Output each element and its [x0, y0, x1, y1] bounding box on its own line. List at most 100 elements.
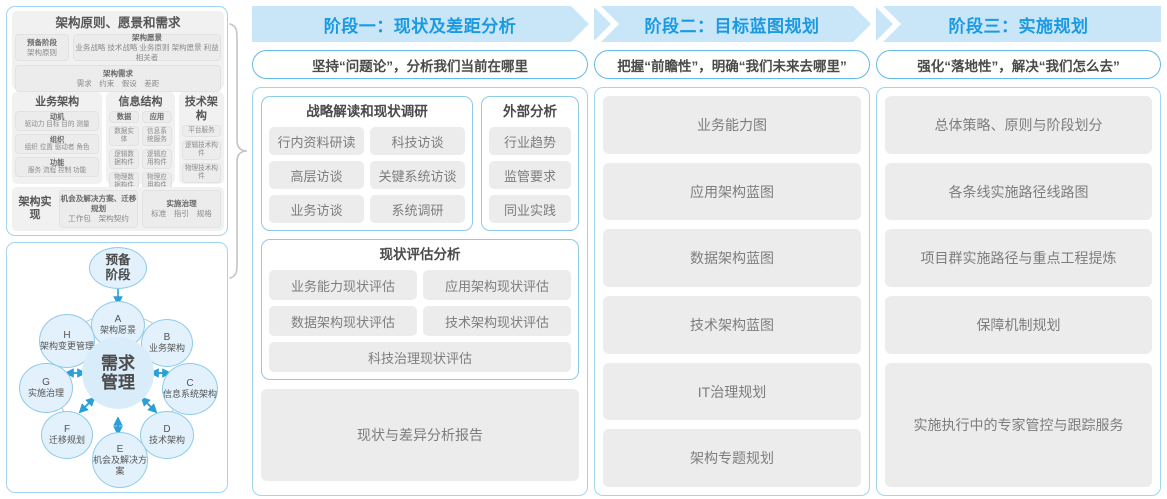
- architecture-requirements-cell: 架构需求 需求 约束 假设 差距: [15, 65, 221, 92]
- adm-h-letter: H: [63, 330, 71, 342]
- research-item[interactable]: 业务访谈: [269, 195, 364, 223]
- assessment-item-full[interactable]: 科技治理现状评估: [269, 342, 571, 372]
- phase-2-title: 阶段二：目标蓝图规划: [644, 16, 820, 36]
- phase-2-item[interactable]: 架构专题规划: [603, 429, 861, 488]
- strategy-research-grid: 行内资料研读 科技访谈 高层访谈 关键系统访谈 业务访谈 系统调研: [269, 127, 465, 223]
- adm-a-letter: A: [114, 314, 122, 326]
- prep-line2: 架构原则: [27, 47, 57, 57]
- adm-b-name: 业务架构: [148, 343, 185, 354]
- architecture-domains-section: 业务架构 动机 驱动力 目标 目的 测量 组织 组织 位置 驱动者 角色 功能: [12, 92, 224, 192]
- assessment-item[interactable]: 应用架构现状评估: [423, 270, 571, 300]
- research-row-3: 业务访谈 系统调研: [269, 195, 465, 223]
- strategy-research-card: 战略解读和现状调研 行内资料研读 科技访谈 高层访谈 关键系统访谈 业务访谈 系: [261, 96, 473, 231]
- adm-c-name: 信息系统架构: [163, 389, 218, 400]
- logical-tech-label: 逻辑技术构件: [184, 142, 218, 157]
- opportunities-migration-cell: 机会及解决方案、迁移规划 工作包 架构契约: [59, 190, 138, 228]
- phase-3-item[interactable]: 项目群实施路径与重点工程提炼: [885, 229, 1152, 288]
- chevron-notch-left-icon: [593, 6, 619, 42]
- platform-service-cell: 平台服务: [181, 125, 221, 137]
- gap-analysis-report[interactable]: 现状与差异分析报告: [261, 389, 579, 481]
- phase-2-item[interactable]: 应用架构蓝图: [603, 162, 861, 221]
- research-item[interactable]: 行内资料研读: [269, 127, 364, 155]
- research-item[interactable]: 系统调研: [370, 195, 465, 223]
- adm-node-d[interactable]: D 技术架构: [140, 411, 194, 459]
- external-analysis-card: 外部分析 行业趋势 监管要求 同业实践: [481, 96, 579, 231]
- phase-3-body: 总体策略、原则与阶段划分 各条线实施路径线路图 项目群实施路径与重点工程提炼 保…: [876, 87, 1161, 496]
- assessment-item[interactable]: 数据架构现状评估: [269, 306, 417, 336]
- organization-t1: 组织: [49, 135, 65, 144]
- research-row-1: 行内资料研读 科技访谈: [269, 127, 465, 155]
- vision-line1: 架构愿景: [132, 32, 162, 42]
- phase-1-header: 阶段一：现状及差距分析: [252, 6, 589, 42]
- logical-data-component-cell: 逻辑数据构件: [109, 149, 140, 169]
- adm-node-f[interactable]: F 迁移规划: [41, 411, 93, 459]
- phase-2-subtitle: 把握“前瞻性”，明确“我们未来去哪里”: [594, 50, 870, 79]
- motivation-cell: 动机 驱动力 目标 目的 测量: [15, 111, 100, 131]
- adm-f-name: 迁移规划: [48, 435, 85, 446]
- phase-2-header: 阶段二：目标蓝图规划: [593, 6, 871, 42]
- phase-3-item[interactable]: 实施执行中的专家管控与跟踪服务: [885, 362, 1152, 487]
- adm-b-letter: B: [163, 332, 171, 344]
- phase-3-column: 阶段三：实施规划 强化“落地性”，解决“我们怎么去” 总体策略、原则与阶段划分 …: [875, 6, 1161, 496]
- data-header-cell: 数据: [109, 111, 140, 123]
- adm-g-letter: G: [42, 377, 50, 389]
- research-row-2: 高层访谈 关键系统访谈: [269, 161, 465, 189]
- adm-node-e[interactable]: E 机会及解决方案: [92, 432, 148, 488]
- application-t1: 应用: [149, 112, 165, 121]
- adm-node-g[interactable]: G 实施治理: [19, 363, 73, 413]
- assessment-item[interactable]: 业务能力现状评估: [269, 270, 417, 300]
- req-line2: 需求 约束 假设 差距: [76, 78, 160, 88]
- req-line1: 架构需求: [103, 68, 133, 78]
- external-item[interactable]: 监管要求: [489, 161, 571, 189]
- physical-app-label: 物理应用构件: [147, 174, 167, 189]
- phase-3-item[interactable]: 总体策略、原则与阶段划分: [885, 96, 1152, 154]
- adm-node-preliminary[interactable]: 预备 阶段: [89, 247, 147, 289]
- phase-2-column: 阶段二：目标蓝图规划 把握“前瞻性”，明确“我们未来去哪里” 业务能力图 应用架…: [593, 6, 871, 496]
- external-item[interactable]: 行业趋势: [489, 127, 571, 155]
- center-line1: 需求: [101, 354, 135, 373]
- physical-tech-label: 物理技术构件: [184, 165, 218, 180]
- adm-node-b[interactable]: B 业务架构: [141, 319, 193, 367]
- adm-f-letter: F: [63, 424, 71, 436]
- governance-t1: 实施治理: [166, 199, 197, 208]
- phase-3-item[interactable]: 保障机制规划: [885, 296, 1152, 354]
- platform-service-label: 平台服务: [188, 127, 215, 134]
- external-item[interactable]: 同业实践: [489, 195, 571, 223]
- phase-3-title: 阶段三：实施规划: [948, 16, 1089, 36]
- adm-cycle: 预备 阶段 A 架构愿景 B 业务架构 C 信息系统架构 D 技术架: [7, 243, 229, 494]
- togaf-framework-box: 架构原则、愿景和需求 预备阶段 架构原则 架构愿景 业务战略 技术战略 业务原则…: [6, 6, 228, 236]
- information-structure-column: 信息结构 数据 数据实体 逻辑数据构件: [106, 92, 175, 192]
- prep-line1: 预备阶段: [27, 37, 57, 47]
- phase-1-title: 阶段一：现状及差距分析: [323, 16, 517, 36]
- logical-app-label: 逻辑应用构件: [147, 151, 167, 166]
- assessment-item[interactable]: 技术架构现状评估: [423, 306, 571, 336]
- adm-c-letter: C: [186, 378, 194, 390]
- phase-2-item[interactable]: 技术架构蓝图: [603, 296, 861, 354]
- data-entity-label: 数据实体: [114, 128, 134, 143]
- adm-node-requirements-management[interactable]: 需求 管理: [82, 337, 154, 409]
- phase-1-subtitle: 坚持“问题论”，分析我们当前在哪里: [252, 50, 588, 79]
- research-item[interactable]: 关键系统访谈: [370, 161, 465, 189]
- motivation-t2: 驱动力 目标 目的 测量: [24, 121, 90, 128]
- phase-2-item[interactable]: 业务能力图: [603, 96, 861, 154]
- adm-node-c[interactable]: C 信息系统架构: [162, 363, 218, 415]
- phase-2-item[interactable]: IT治理规划: [603, 362, 861, 421]
- is-service-label: 信息系统服务: [147, 128, 167, 143]
- phase-2-body: 业务能力图 应用架构蓝图 数据架构蓝图 技术架构蓝图 IT治理规划 架构专题规划: [594, 87, 870, 496]
- architecture-vision-cell: 架构愿景 业务战略 技术战略 业务原则 架构愿景 利益相关者: [73, 32, 221, 62]
- assessment-row-2: 数据架构现状评估 技术架构现状评估: [269, 306, 571, 336]
- research-item[interactable]: 科技访谈: [370, 127, 465, 155]
- phase-3-item[interactable]: 各条线实施路径线路图: [885, 162, 1152, 221]
- architecture-principles-section: 架构原则、愿景和需求 预备阶段 架构原则 架构愿景 业务战略 技术战略 业务原则…: [12, 11, 224, 92]
- adm-e-letter: E: [116, 444, 124, 455]
- architecture-realization-section: 架构实现 机会及解决方案、迁移规划 工作包 架构契约 实施治理 标准 指引 规格: [12, 187, 224, 231]
- strategy-research-title: 战略解读和现状调研: [306, 104, 428, 119]
- left-panel: 架构原则、愿景和需求 预备阶段 架构原则 架构愿景 业务战略 技术战略 业务原则…: [6, 6, 230, 493]
- phase-1-body: 战略解读和现状调研 行内资料研读 科技访谈 高层访谈 关键系统访谈 业务访谈 系: [252, 87, 588, 496]
- vision-line2: 业务战略 技术战略 业务原则 架构愿景 利益相关者: [75, 42, 219, 62]
- phase-2-item[interactable]: 数据架构蓝图: [603, 229, 861, 288]
- physical-data-label: 物理数据构件: [114, 174, 134, 189]
- assessment-row-1: 业务能力现状评估 应用架构现状评估: [269, 270, 571, 300]
- research-item[interactable]: 高层访谈: [269, 161, 364, 189]
